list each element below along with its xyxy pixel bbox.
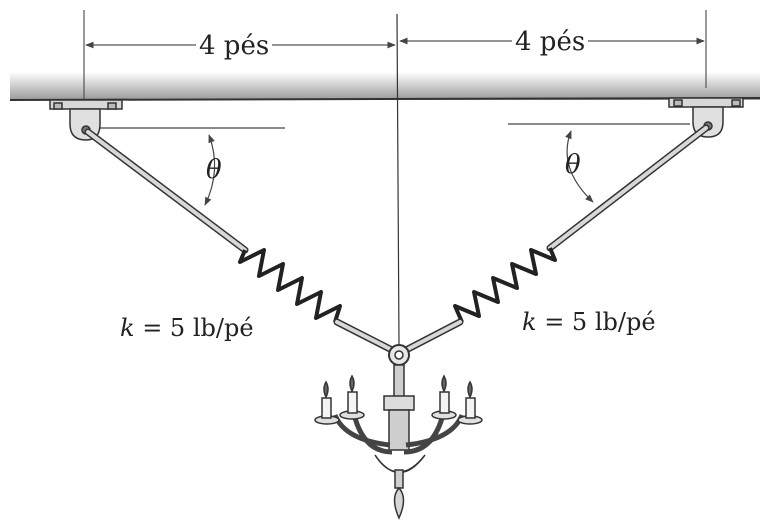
angle-arcs [204,130,594,206]
chandelier [314,364,483,520]
spring-constant-left: k = 5 lb/pé [120,316,254,340]
left-spring-coil [238,248,342,323]
spring-symbol-left: k [120,314,135,342]
theta-label-right: θ [565,150,581,180]
angle-arc-left [204,134,216,206]
angle-arc-right [565,130,594,203]
spring-constant-right: k = 5 lb/pé [522,310,656,334]
right-spring-coil [453,247,557,323]
center-vertical-line [396,13,400,346]
spring-symbol-right: k [522,308,537,336]
left-spring-assembly [84,128,396,354]
ceiling [9,72,761,101]
dimension-label-left: 4 pés [196,33,273,59]
dimension-lines [85,37,705,49]
dimension-label-right: 4 pés [512,29,589,55]
joint-ring [388,344,410,366]
theta-label-left: θ [206,155,222,185]
right-spring-assembly [402,124,710,354]
spring-value-left: = 5 lb/pé [142,314,254,342]
angle-reference-lines [100,123,690,129]
dimension-extension-lines [83,10,707,100]
right-ceiling-bracket [668,97,744,138]
spring-value-right: = 5 lb/pé [544,308,656,336]
